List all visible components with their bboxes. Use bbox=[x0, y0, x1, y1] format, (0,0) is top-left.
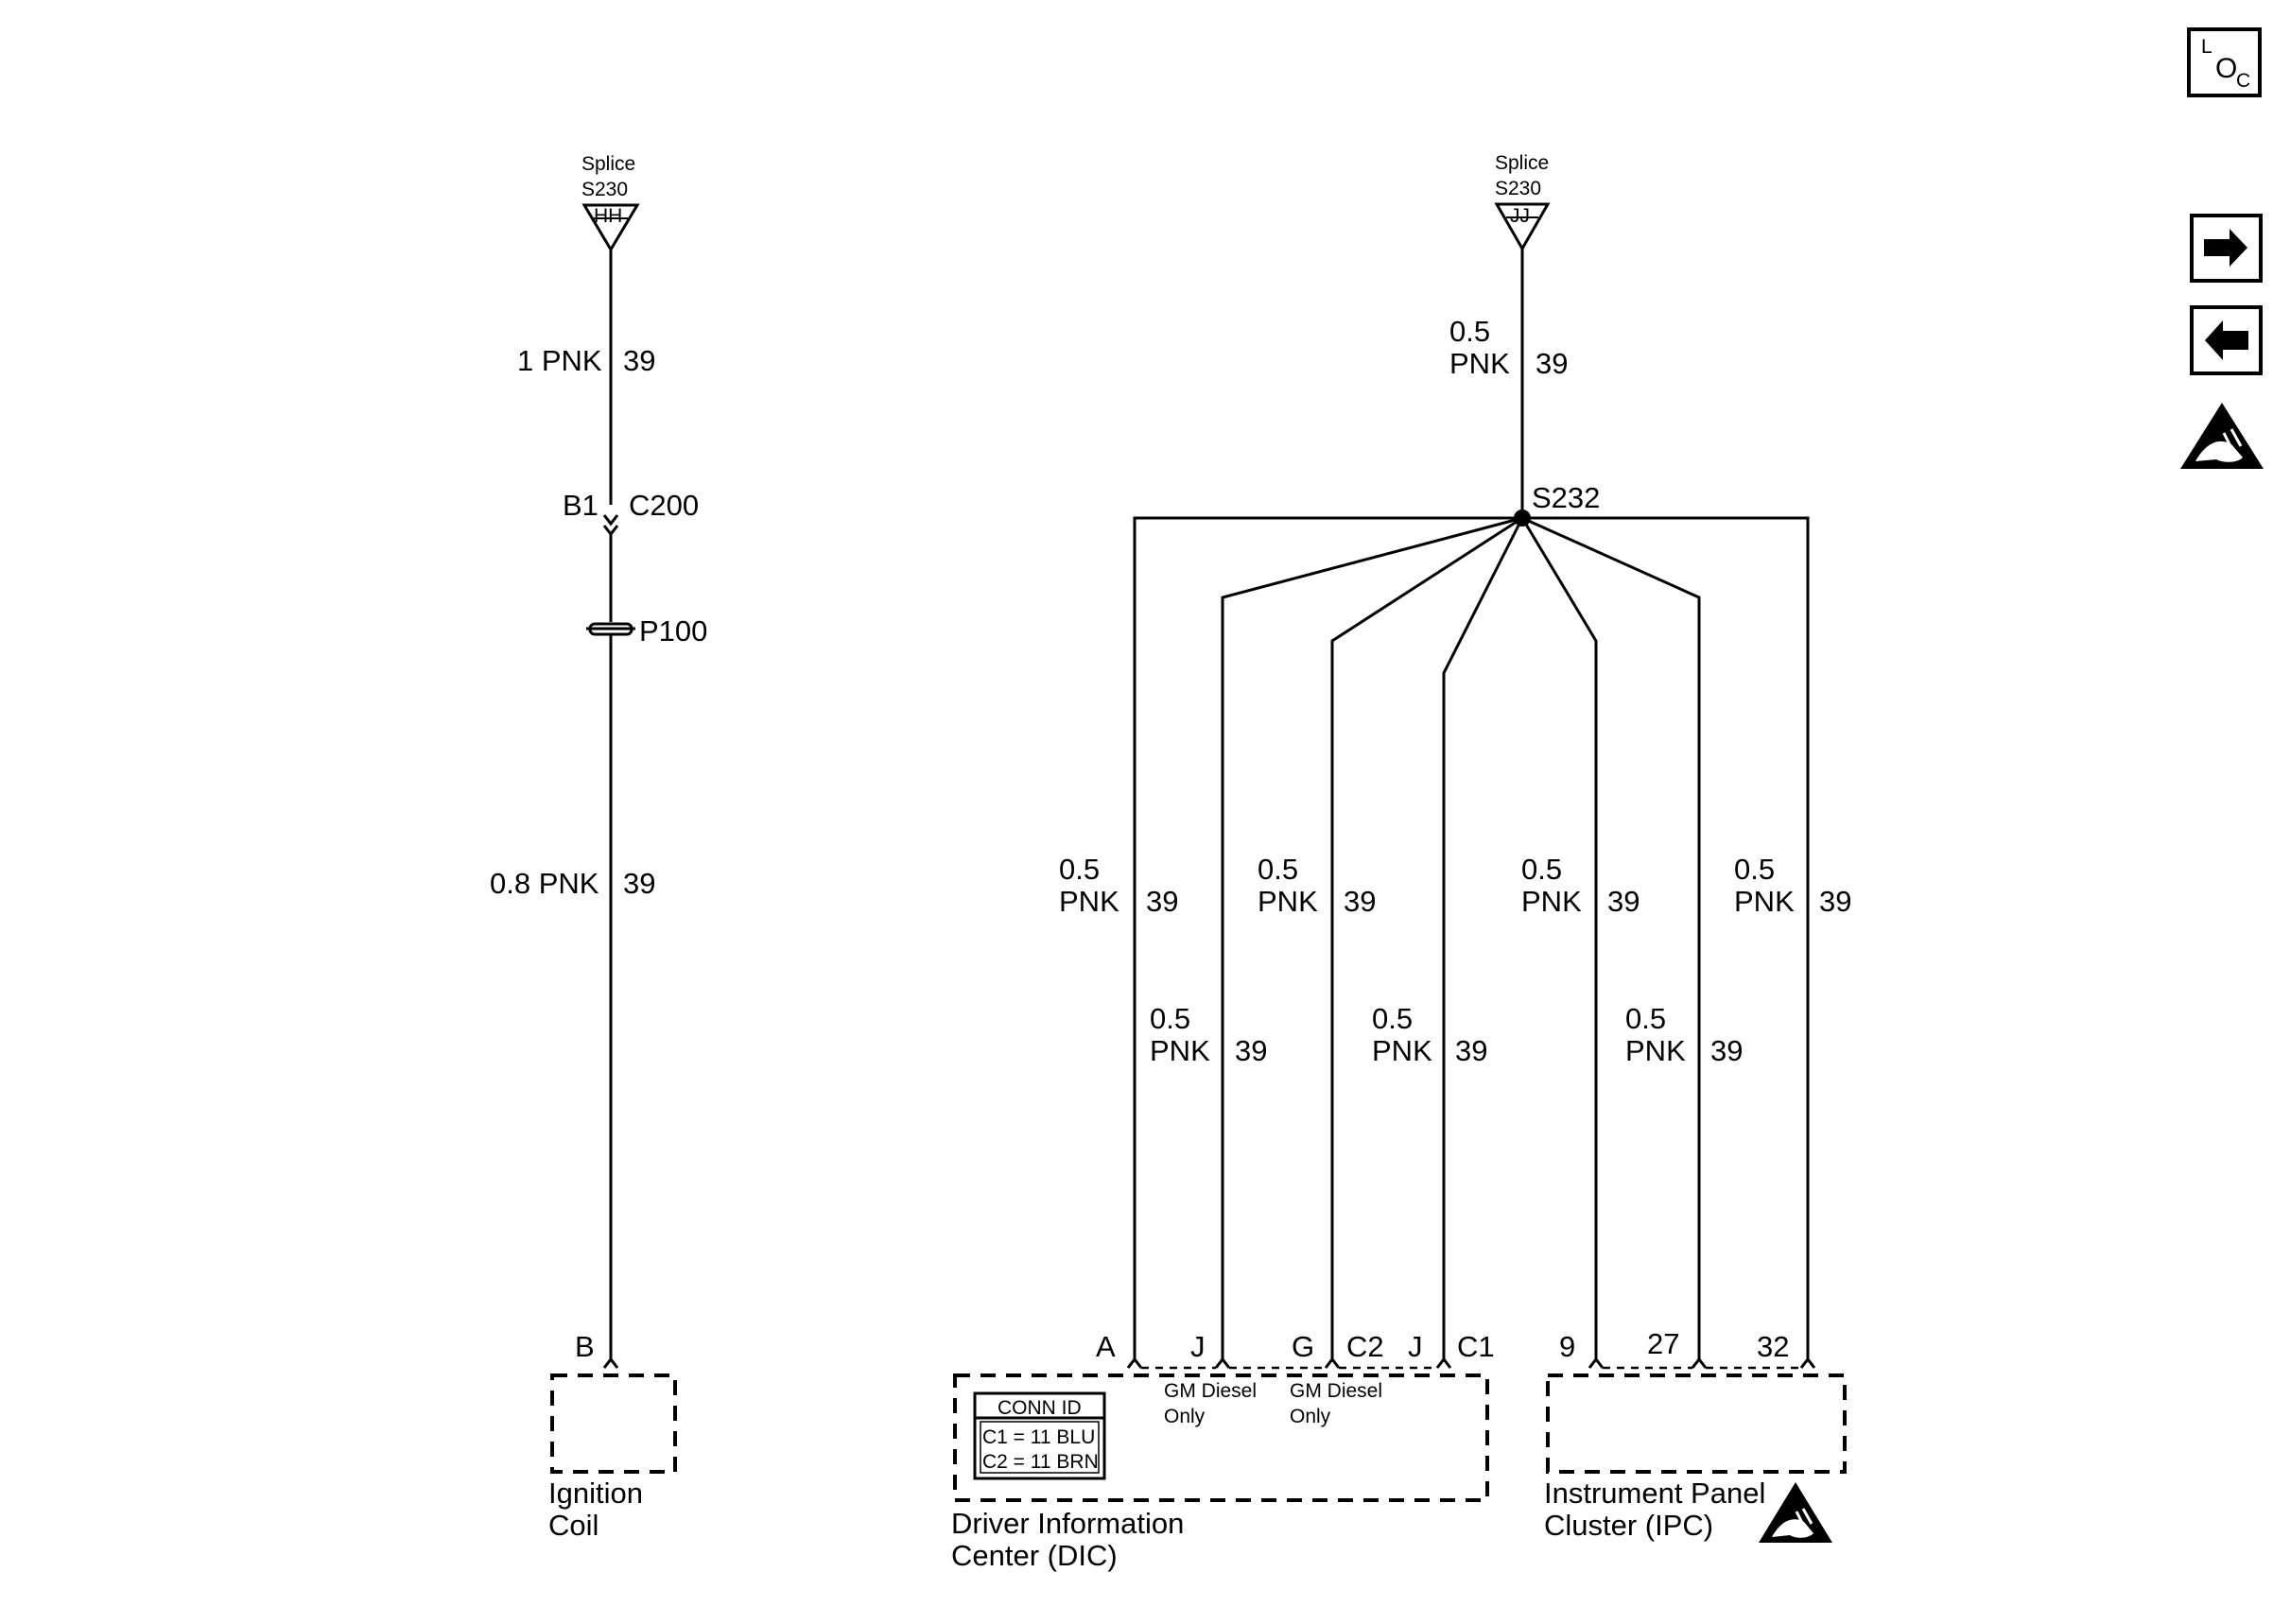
loc-icon-l: L bbox=[2201, 36, 2212, 58]
connector-c1-label: C1 bbox=[1457, 1330, 1495, 1363]
terminal-b-mark bbox=[602, 1357, 619, 1370]
dic-note-2-line-1: GM Diesel bbox=[1290, 1380, 1382, 1402]
branch-32-color: PNK bbox=[1734, 885, 1795, 918]
branch-j1-circuit: 39 bbox=[1235, 1034, 1267, 1067]
pin-g-mark bbox=[1324, 1357, 1341, 1370]
dic-box bbox=[953, 1373, 1489, 1502]
branch-labels: 0.5 PNK 39 0.5 PNK 39 0.5 PNK 39 0.5 PNK… bbox=[1059, 853, 1851, 1067]
branch-27-size: 0.5 bbox=[1625, 1002, 1666, 1035]
branch-9-circuit: 39 bbox=[1607, 885, 1640, 918]
wire-2-circuit: 39 bbox=[623, 867, 655, 900]
dic-name-2: Center (DIC) bbox=[951, 1539, 1118, 1572]
branch-j1-size: 0.5 bbox=[1150, 1002, 1190, 1035]
branch-a-color: PNK bbox=[1059, 885, 1119, 918]
pin-j1-mark bbox=[1214, 1357, 1231, 1370]
pin-j2-mark bbox=[1435, 1357, 1452, 1370]
branch-27-color: PNK bbox=[1625, 1034, 1686, 1067]
terminal-pin-b: B bbox=[575, 1330, 595, 1363]
pin-27-label: 27 bbox=[1647, 1327, 1679, 1360]
wire-1-circuit: 39 bbox=[623, 344, 655, 377]
inline-connector-c200: B1 C200 bbox=[563, 489, 699, 537]
esd-warning-icon[interactable] bbox=[2180, 403, 2264, 469]
branch-j2-circuit: 39 bbox=[1455, 1034, 1487, 1067]
instrument-panel-cluster: Instrument Panel Cluster (IPC) bbox=[1544, 1373, 1847, 1543]
splice-pin: JJ bbox=[1510, 205, 1530, 227]
terminal-pins: A J G C2 J C1 9 27 32 bbox=[1096, 1327, 1816, 1370]
ignition-coil-name-1: Ignition bbox=[548, 1477, 643, 1510]
branch-27-circuit: 39 bbox=[1710, 1034, 1743, 1067]
branch-j1 bbox=[1221, 516, 1523, 1359]
branch-j2-color: PNK bbox=[1372, 1034, 1432, 1067]
connector-c2-label: C2 bbox=[1346, 1330, 1384, 1363]
branch-g-circuit: 39 bbox=[1344, 885, 1376, 918]
loc-icon[interactable]: L O C bbox=[2187, 27, 2262, 97]
pin-9-mark bbox=[1588, 1357, 1605, 1370]
splice-s230-right: Splice S230 JJ bbox=[1494, 152, 1551, 252]
conn-id-title: CONN ID bbox=[998, 1397, 1082, 1419]
ipc-box bbox=[1546, 1373, 1847, 1474]
splice-title: Splice bbox=[1495, 152, 1549, 174]
branch-32-size: 0.5 bbox=[1734, 853, 1775, 886]
branch-j1-color: PNK bbox=[1150, 1034, 1210, 1067]
passthrough-p100: P100 bbox=[586, 614, 707, 648]
conn-id-table: CONN ID C1 = 11 BLU C2 = 11 BRN bbox=[973, 1391, 1106, 1480]
branch-j2 bbox=[1442, 517, 1524, 1359]
pin-a-label: A bbox=[1096, 1330, 1116, 1363]
branch-9 bbox=[1520, 517, 1598, 1359]
arrow-left-icon[interactable] bbox=[2190, 305, 2263, 375]
splice-id: S230 bbox=[1495, 178, 1541, 199]
conn-id-c2-row: C2 = 11 BRN bbox=[982, 1451, 1099, 1473]
pin-a-mark bbox=[1126, 1357, 1143, 1370]
conn-id-c1-row: C1 = 11 BLU bbox=[982, 1426, 1095, 1448]
splice-junction-label: S232 bbox=[1532, 481, 1600, 514]
connector-id-c200: C200 bbox=[629, 489, 699, 522]
pin-9-label: 9 bbox=[1559, 1330, 1575, 1363]
branch-32 bbox=[1522, 516, 1810, 1359]
driver-information-center: CONN ID C1 = 11 BLU C2 = 11 BRN GM Diese… bbox=[951, 1373, 1489, 1572]
ipc-name-2: Cluster (IPC) bbox=[1544, 1509, 1713, 1542]
branch-a-circuit: 39 bbox=[1146, 885, 1178, 918]
wire-1-label: 1 PNK bbox=[517, 344, 602, 377]
splice-title: Splice bbox=[581, 153, 635, 175]
dic-note-1-line-1: GM Diesel bbox=[1164, 1380, 1257, 1402]
esd-warning-icon bbox=[1759, 1482, 1832, 1543]
dic-note-2-line-2: Only bbox=[1290, 1406, 1331, 1427]
branch-27 bbox=[1521, 516, 1701, 1359]
branch-a bbox=[1133, 516, 1522, 1359]
loc-icon-c: C bbox=[2236, 70, 2250, 92]
feed-circuit: 39 bbox=[1536, 347, 1568, 380]
ipc-name-1: Instrument Panel bbox=[1544, 1477, 1765, 1510]
pin-g-label: G bbox=[1292, 1330, 1314, 1363]
passthrough-label: P100 bbox=[639, 614, 707, 648]
branch-a-size: 0.5 bbox=[1059, 853, 1100, 886]
pin-j2-label: J bbox=[1408, 1330, 1423, 1363]
arrow-right-icon[interactable] bbox=[2190, 214, 2263, 283]
branch-g-size: 0.5 bbox=[1258, 853, 1298, 886]
wire-2-label: 0.8 PNK bbox=[490, 867, 599, 900]
splice-id: S230 bbox=[581, 179, 628, 200]
branch-wires bbox=[1133, 516, 1810, 1359]
branch-32-circuit: 39 bbox=[1819, 885, 1851, 918]
pin-32-label: 32 bbox=[1757, 1330, 1789, 1363]
dic-note-1-line-2: Only bbox=[1164, 1406, 1206, 1427]
pin-32-mark bbox=[1799, 1357, 1816, 1370]
connector-pin-b1: B1 bbox=[563, 489, 599, 522]
ignition-coil-box bbox=[550, 1373, 677, 1474]
branch-9-size: 0.5 bbox=[1521, 853, 1562, 886]
feed-color: PNK bbox=[1449, 347, 1510, 380]
pin-j1-label: J bbox=[1190, 1330, 1206, 1363]
dic-name-1: Driver Information bbox=[951, 1507, 1184, 1540]
branch-9-color: PNK bbox=[1521, 885, 1582, 918]
branch-g bbox=[1330, 516, 1523, 1359]
branch-g-color: PNK bbox=[1258, 885, 1318, 918]
feed-size: 0.5 bbox=[1449, 315, 1490, 348]
branch-j2-size: 0.5 bbox=[1372, 1002, 1413, 1035]
splice-s230-left: Splice S230 HH bbox=[581, 153, 640, 252]
pin-27-mark bbox=[1691, 1357, 1708, 1370]
splice-pin: HH bbox=[594, 205, 622, 227]
ignition-coil-name-2: Coil bbox=[548, 1509, 599, 1542]
loc-icon-o: O bbox=[2215, 53, 2237, 84]
